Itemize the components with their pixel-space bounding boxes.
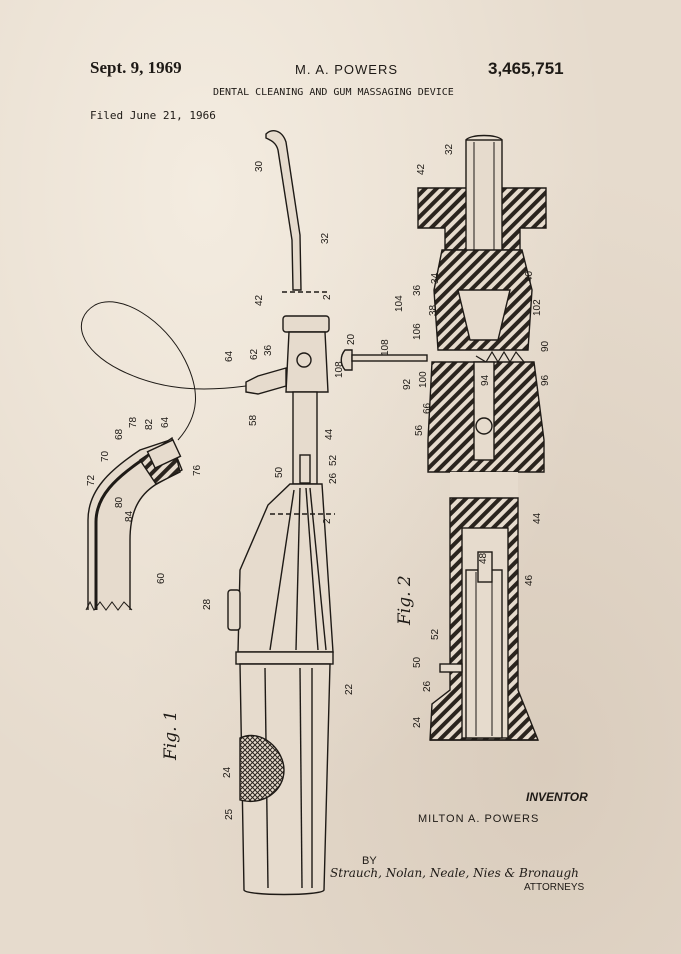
fig2-label: Fig. 2 [395,575,415,626]
ref-56: 56 [414,424,425,436]
ref-80: 80 [114,496,125,508]
ref-64: 64 [224,350,235,362]
patent-title: DENTAL CLEANING AND GUM MASSAGING DEVICE [213,87,454,98]
ref-60: 60 [156,572,167,584]
ref-94: 94 [480,374,491,386]
ref-42: 42 [254,294,265,306]
ref-78: 78 [128,416,139,428]
ref-84: 84 [124,510,135,522]
ref-66: 66 [422,402,433,414]
ref-62: 62 [249,348,260,360]
ref-20: 20 [346,333,357,345]
ref-32: 32 [320,232,331,244]
ref-92: 92 [402,378,413,390]
ref-106: 106 [412,323,423,340]
attorneys-label: ATTORNEYS [524,882,585,893]
ref-2-top: 2 [322,294,333,300]
ref-48: 48 [478,552,489,564]
attorney-signature: Strauch, Nolan, Neale, Nies & Bronaugh [330,866,579,880]
ref-50: 50 [274,466,285,478]
patent-number: 3,465,751 [488,59,564,78]
ref-72: 72 [86,474,97,486]
ref-108: 108 [334,361,345,378]
ref-46: 46 [524,574,535,586]
fig2-section [340,134,547,741]
ref-68: 68 [114,428,125,440]
ref-100: 100 [418,371,429,388]
inventor-header: M. A. POWERS [295,62,399,77]
ref-24: 24 [222,766,233,778]
ref-32-fig2: 32 [444,143,455,155]
ref-52-fig2: 52 [430,628,441,640]
ref-102: 102 [532,299,543,316]
ref-24-fig2: 24 [412,716,423,728]
ref-2-bottom: 2 [322,518,333,524]
ref-42-fig2: 42 [416,163,427,175]
ref-44-fig2: 44 [532,512,543,524]
ref-70: 70 [100,450,111,462]
fig1-device [80,130,335,896]
ref-30: 30 [254,160,265,172]
inventor-name: MILTON A. POWERS [418,813,540,825]
ref-104: 90 [540,340,551,352]
ref-22: 22 [344,683,355,695]
ref-44: 44 [324,428,335,440]
patent-date: Sept. 9, 1969 [90,58,182,77]
ref-28: 28 [202,598,213,610]
tip-detail [85,436,183,611]
fig2-numerals: 32 42 40 34 36 38 102 104 90 106 108 92 … [380,143,551,728]
ref-50-fig2: 50 [412,656,423,668]
ref-96: 96 [540,374,551,386]
ref-34: 34 [430,272,441,284]
ref-36: 36 [263,344,274,356]
filed-date: Filed June 21, 1966 [90,109,216,122]
fig1-label: Fig. 1 [161,710,181,761]
ref-64-detail: 64 [160,416,171,428]
inventor-label: INVENTOR [526,790,588,804]
ref-40: 40 [524,270,535,282]
by-label: BY [362,855,377,867]
ref-108-fig2: 108 [380,339,391,356]
ref-82: 82 [144,418,155,430]
ref-25: 25 [224,808,235,820]
ref-58: 58 [248,414,259,426]
ref-76: 76 [192,464,203,476]
ref-26-fig2: 26 [422,680,433,692]
detail-numerals: 72 70 68 78 82 64 76 80 84 60 [86,416,203,584]
ref-38: 38 [428,304,439,316]
ref-90: 104 [394,295,405,312]
ref-36-fig2: 36 [412,284,423,296]
ref-52: 52 [328,454,339,466]
fig1-numerals: 30 32 2 42 20 36 62 64 108 58 44 50 52 2… [202,160,357,820]
ref-26: 26 [328,472,339,484]
